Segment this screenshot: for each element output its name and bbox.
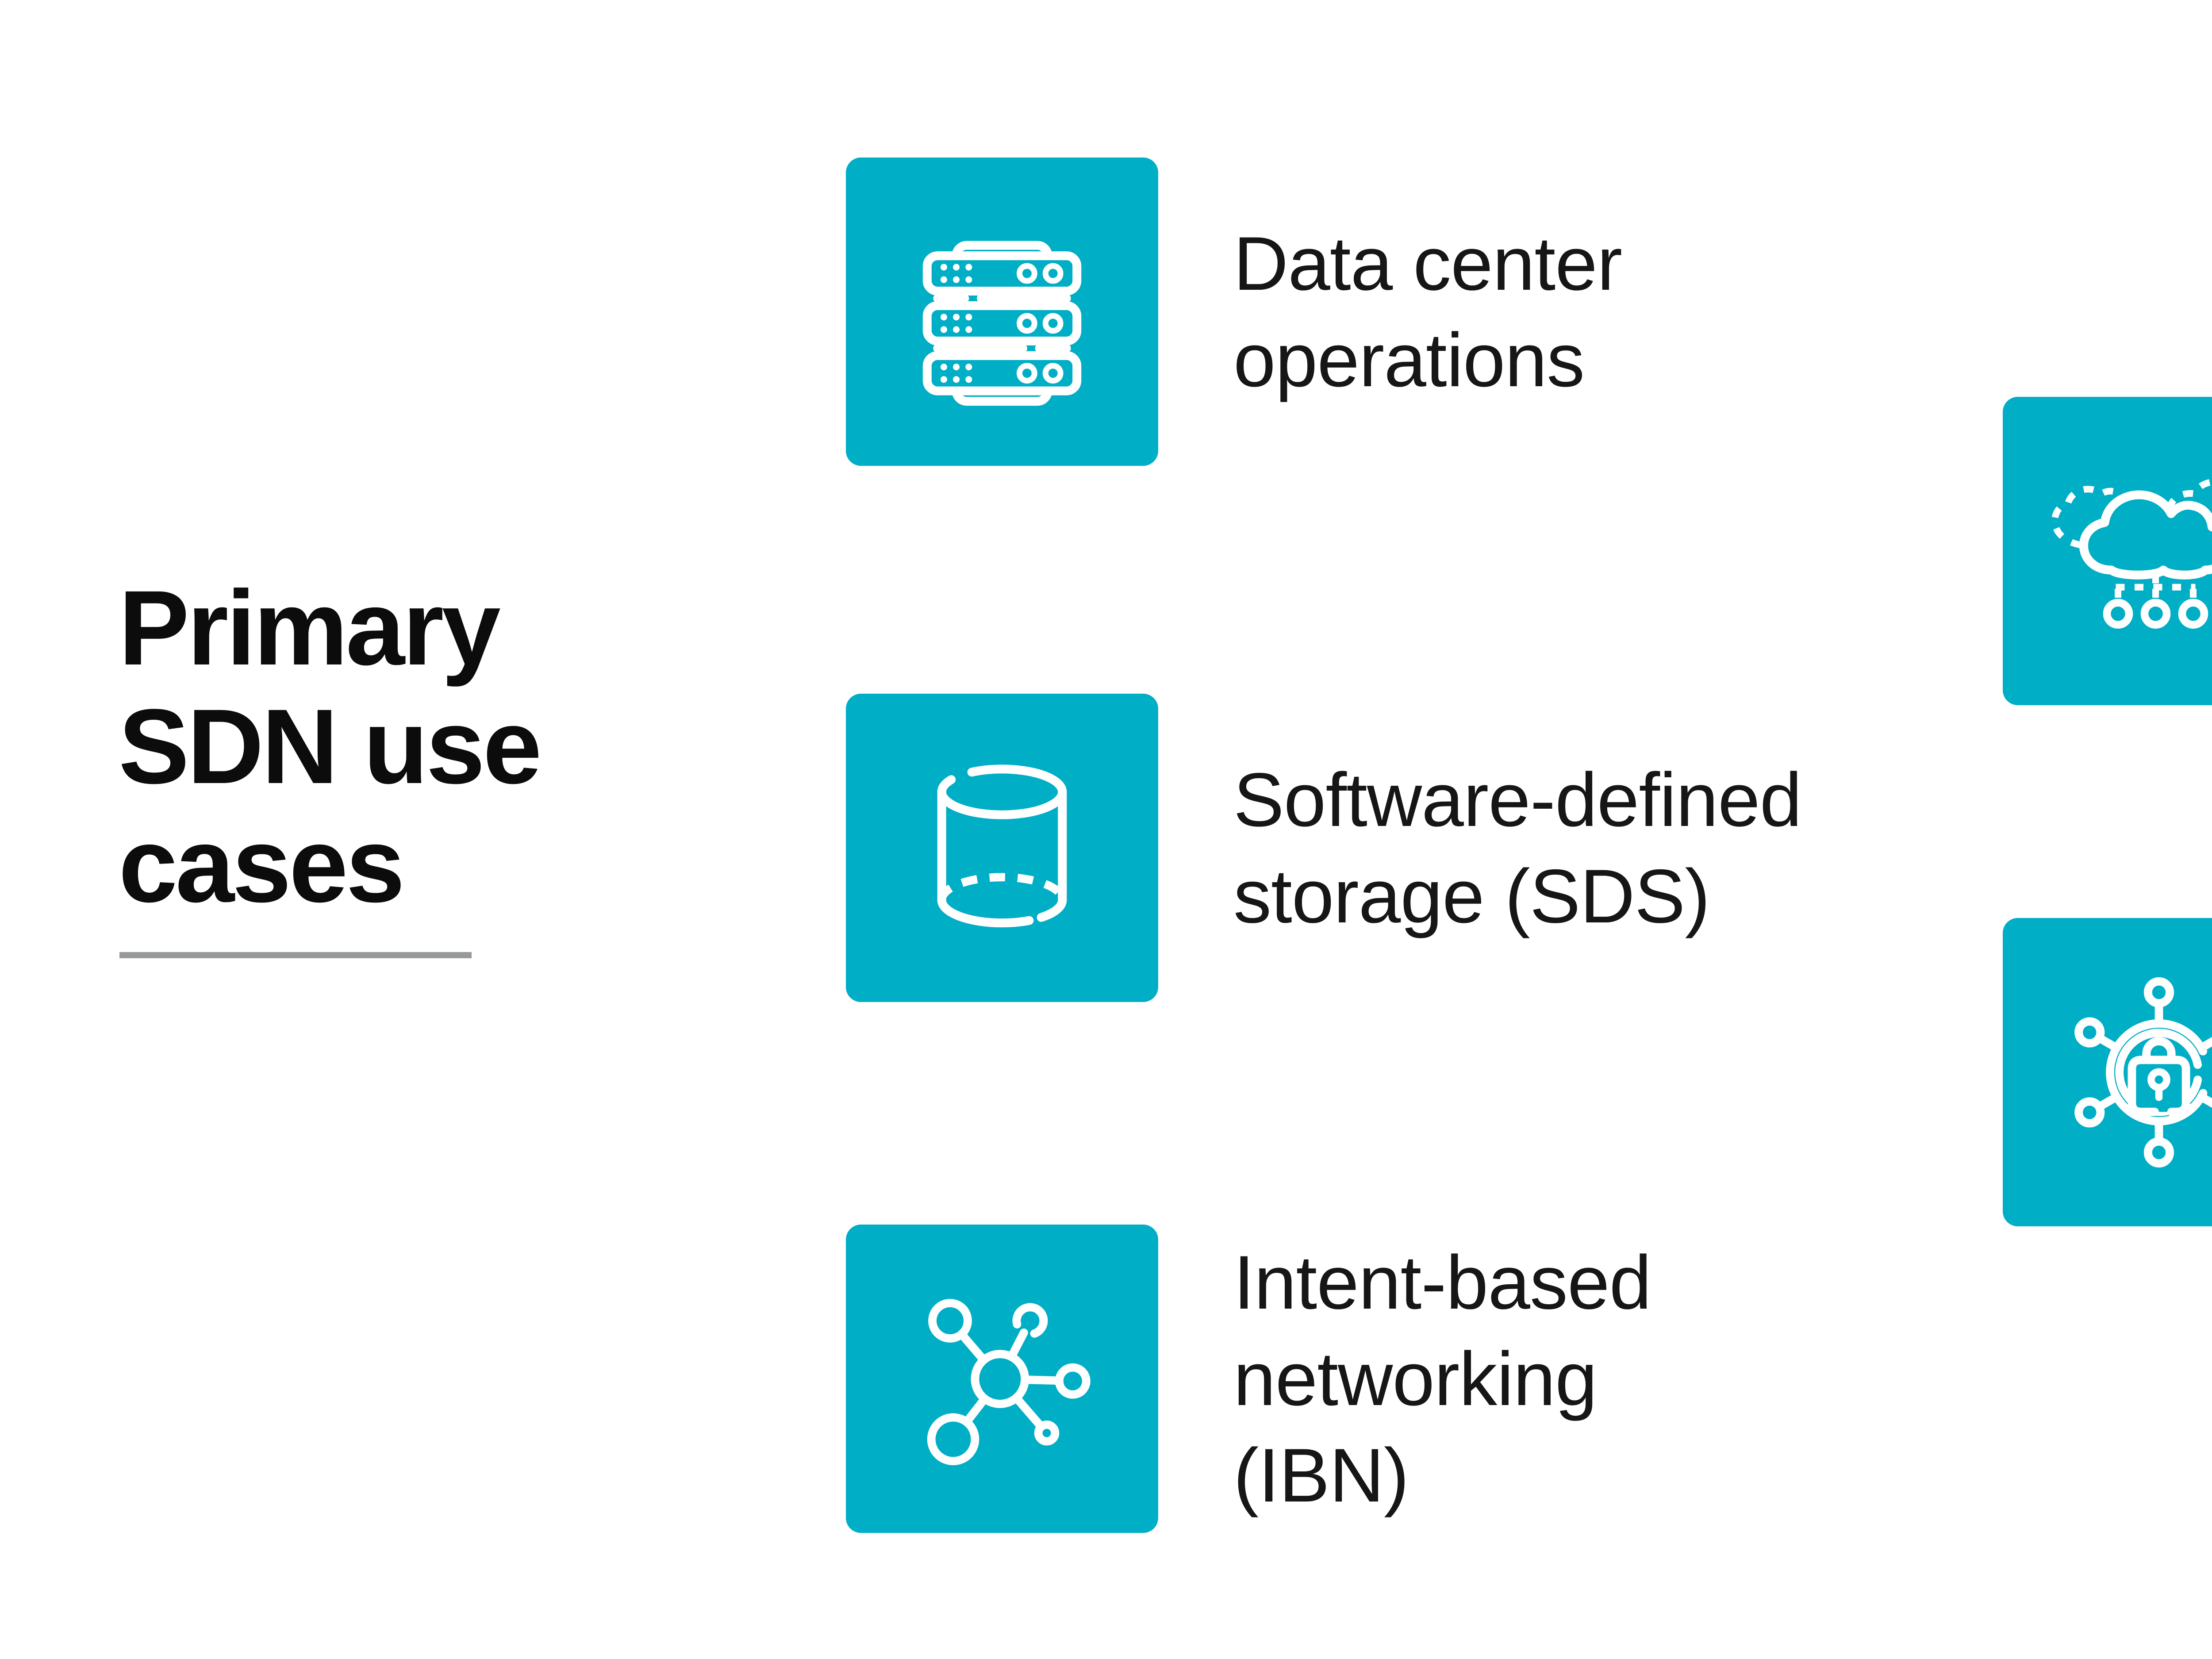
use-case-data-center-operations: Data center operations [846,157,1622,466]
use-case-software-defined-storage: Software-defined storage (SDS) [846,694,1802,1002]
icon-box-cloud-computing [2003,397,2212,705]
page-title-line: SDN use [119,687,542,806]
label-line: storage (SDS) [1233,853,1710,939]
page-title-line: cases [119,806,405,924]
page-title-line: Primary [119,568,501,687]
network-nodes-icon [927,1298,1091,1465]
title-underline [119,952,472,958]
label-line: Data center [1233,221,1622,306]
use-case-cloud-computing: Cloudcomputing [2003,397,2212,705]
label-line: Intent-based [1233,1240,1651,1325]
label-line: networking [1233,1336,1598,1421]
storage-cylinder-icon [937,764,1067,927]
label-line: operations [1233,317,1585,403]
use-case-iot-security: IoTsecurity [2003,918,2212,1226]
label-line: (IBN) [1233,1432,1409,1518]
iot-security-icon [2074,977,2212,1167]
label-software-defined-storage: Software-defined storage (SDS) [1233,752,1802,945]
label-line: Software-defined [1233,757,1802,842]
icon-box-intent-based-networking [846,1225,1158,1533]
server-rack-icon [922,241,1082,406]
label-data-center-operations: Data center operations [1233,215,1622,408]
icon-box-software-defined-storage [846,694,1158,1002]
cloud-computing-icon [2051,478,2212,629]
icon-box-iot-security [2003,918,2212,1226]
icon-box-data-center-operations [846,157,1158,466]
use-case-intent-based-networking: Intent-based networking (IBN) [846,1225,1651,1533]
label-intent-based-networking: Intent-based networking (IBN) [1233,1234,1651,1524]
